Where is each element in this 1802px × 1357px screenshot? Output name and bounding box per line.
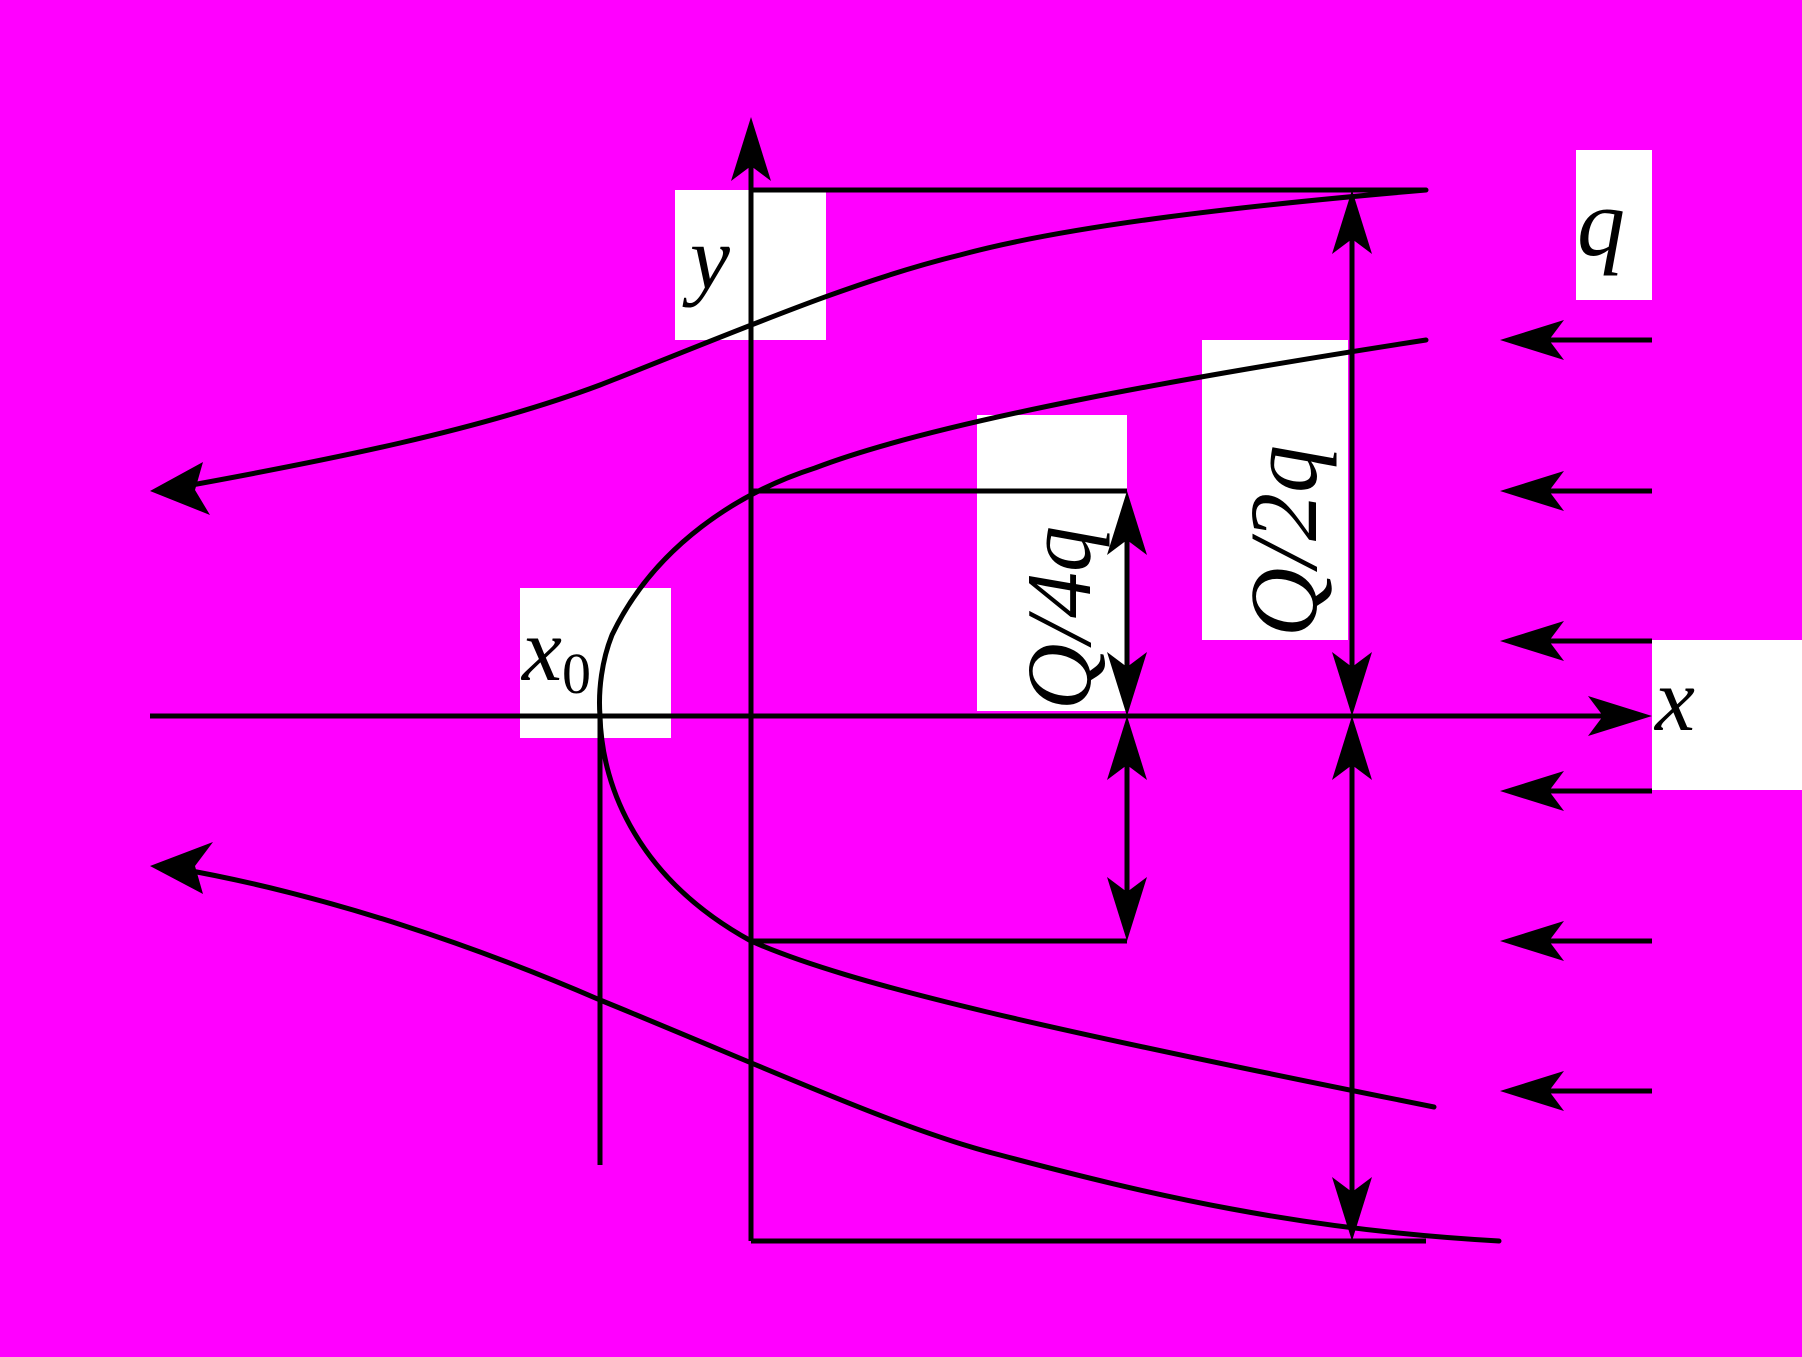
flow-rate-label: q [1577,169,1625,276]
quarter-width-label-box [977,415,1127,711]
lower-outer-streamline-arrowhead [150,842,213,894]
stagnation-point-subscript: 0 [562,641,591,706]
uniform-stream-arrows [1500,320,1652,1111]
stream-arrowhead [1500,320,1564,360]
stream-arrowhead [1500,771,1564,811]
quarter-width-upper-arrowhead-top [1107,491,1147,555]
stagnation-point-label: x [520,601,562,700]
stream-arrowhead [1500,621,1564,661]
quarter-width-lower-arrowhead-bottom [1107,877,1147,941]
q-label-box [1576,150,1652,300]
y-axis-arrowhead [731,117,771,181]
dividing-streamline [597,337,1437,1110]
half-width-upper-arrowhead-bottom [1332,652,1372,716]
upper-outer-streamline [172,187,1429,491]
stream-arrowhead [1500,471,1564,511]
quarter-width-label: Q/4q [1008,526,1110,710]
lower-outer-streamline [172,865,1502,1244]
quarter-width-lower-arrowhead-top [1107,716,1147,780]
y-axis-label: y [682,209,730,308]
upper-outer-streamline-arrowhead [150,462,210,515]
x-axis-arrowhead [1588,696,1652,736]
half-width-label: Q/2q [1230,445,1337,637]
stream-arrowhead [1500,921,1564,961]
half-width-upper-arrowhead-top [1332,190,1372,254]
half-width-lower-arrowhead-top [1332,716,1372,780]
stream-arrowhead [1500,1071,1564,1111]
x0-label-box [520,588,671,738]
half-width-label-box [1202,340,1348,640]
half-width-lower-arrowhead-bottom [1332,1177,1372,1241]
quarter-width-upper-arrowhead-bottom [1107,652,1147,716]
x-label-box [1652,640,1802,790]
x-axis-label: x [1653,651,1695,750]
